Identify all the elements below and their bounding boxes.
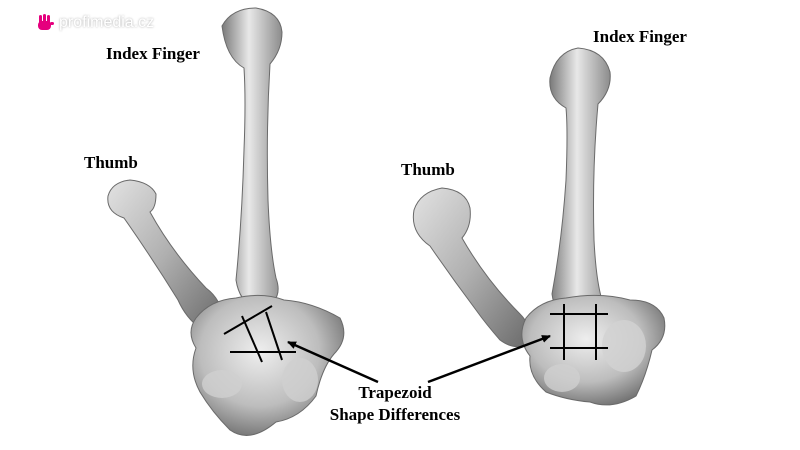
left-hand-specimen	[107, 7, 345, 436]
watermark: profimedia.cz	[36, 12, 154, 34]
trapezoid-annotation: Trapezoid Shape Differences	[320, 382, 470, 426]
left-thumb-label: Thumb	[84, 153, 138, 172]
right-carpal-detail	[544, 364, 580, 392]
arrow-to-left-trapezoid	[287, 340, 379, 384]
right-thumb-bone	[412, 187, 531, 347]
left-index-finger-label: Index Finger	[106, 44, 200, 63]
arrow-to-right-trapezoid	[427, 334, 551, 384]
right-carpal-detail	[602, 320, 646, 372]
right-thumb-label: Thumb	[401, 160, 455, 179]
left-carpal-detail	[282, 358, 318, 402]
left-trapezoid-line	[241, 315, 263, 363]
watermark-text: profimedia.cz	[59, 14, 155, 31]
left-trapezoid-line	[265, 311, 283, 361]
annotation-line-1: Trapezoid	[358, 383, 432, 402]
hand-logo-icon	[38, 14, 54, 30]
annotation-line-2: Shape Differences	[329, 405, 461, 424]
left-thumb-bone	[107, 179, 223, 329]
right-index-finger-label: Index Finger	[593, 27, 687, 46]
left-carpal-detail	[202, 370, 242, 398]
right-hand-specimen	[412, 47, 666, 406]
left-index-finger-bone	[221, 7, 283, 311]
right-index-finger-bone	[549, 47, 611, 319]
left-trapezoid-line	[223, 305, 273, 335]
